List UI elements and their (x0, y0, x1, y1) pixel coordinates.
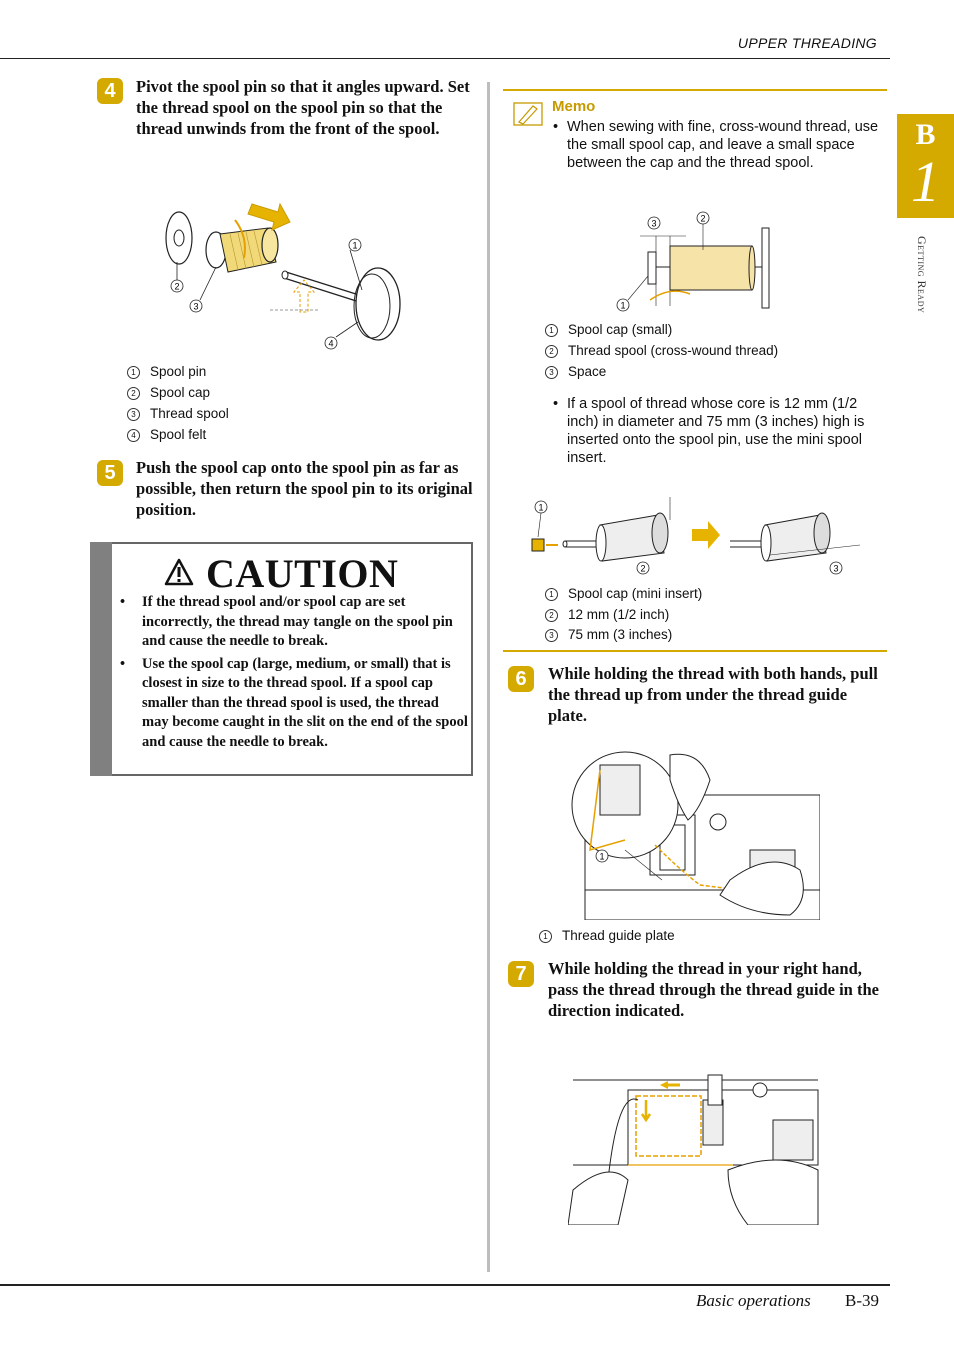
warning-icon (164, 558, 194, 586)
chapter-tab: B 1 (897, 114, 954, 218)
memo-top-rule (503, 89, 887, 91)
memo-title: Memo (552, 98, 596, 115)
mini-spool-insert-illustration: 1 2 3 (531, 497, 861, 575)
step-5-text: Push the spool cap onto the spool pin as… (136, 458, 473, 519)
caution-item: Use the spool cap (large, medium, or sma… (118, 655, 468, 753)
step-7-badge: 7 (508, 961, 534, 987)
svg-text:2: 2 (700, 214, 705, 224)
svg-text:1: 1 (538, 503, 543, 513)
memo-item-2: If a spool of thread whose core is 12 mm… (553, 395, 883, 467)
caution-title: CAUTION (206, 551, 399, 596)
step-7-text: While holding the thread in your right h… (548, 959, 879, 1020)
chapter-letter: B (915, 118, 936, 151)
callout-4: 4 (328, 339, 333, 349)
callout-1: 1 (352, 241, 357, 251)
step-6-text: While holding the thread with both hands… (548, 664, 878, 725)
header-rule (0, 58, 890, 59)
footer-section: Basic operations (696, 1291, 811, 1310)
svg-text:2: 2 (640, 564, 645, 574)
step-4-badge: 4 (97, 78, 123, 104)
callout-3: 3 (193, 302, 198, 312)
spool-pin-illustration: 1 2 3 4 (165, 202, 401, 350)
svg-text:3: 3 (651, 219, 656, 229)
caution-bar (90, 542, 112, 776)
caution-item: If the thread spool and/or spool cap are… (118, 593, 468, 652)
column-divider (487, 82, 490, 1272)
thread-guide-illustration (568, 1074, 819, 1225)
memo-item-1: When sewing with fine, cross-wound threa… (553, 118, 883, 172)
step-5-badge: 5 (97, 460, 123, 486)
chapter-label: Getting Ready (915, 236, 929, 314)
svg-text:1: 1 (620, 301, 625, 311)
step-4-text: Pivot the spool pin so that it angles up… (136, 77, 470, 138)
memo-bottom-rule (503, 650, 887, 652)
step-6-badge: 6 (508, 666, 534, 692)
svg-text:1: 1 (599, 852, 604, 862)
memo-pencil-icon (513, 102, 543, 126)
running-header: UPPER THREADING (737, 35, 877, 51)
page-number: B-39 (845, 1291, 879, 1310)
svg-text:3: 3 (833, 564, 838, 574)
footer-rule (0, 1284, 890, 1286)
chapter-number: 1 (911, 149, 940, 214)
callout-2: 2 (174, 282, 179, 292)
thread-guide-plate-illustration: 1 (571, 751, 820, 920)
caution-list: If the thread spool and/or spool cap are… (118, 593, 468, 754)
spool-cap-small-illustration: 3 2 1 (616, 211, 770, 312)
